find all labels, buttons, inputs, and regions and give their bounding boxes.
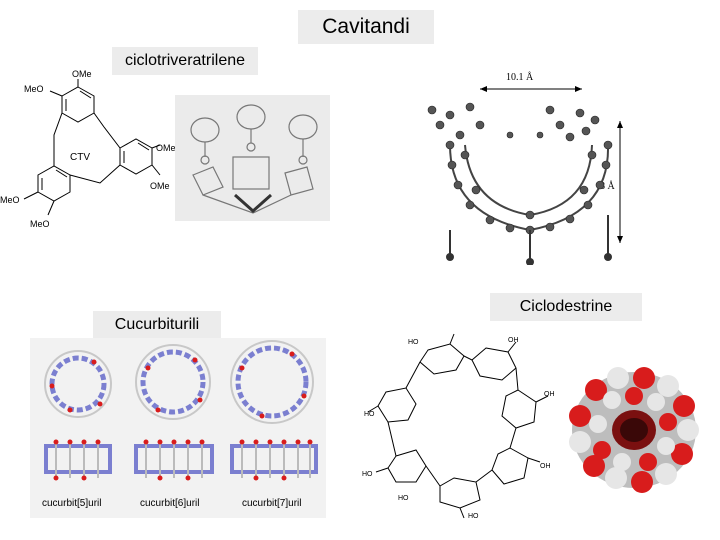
ctv-ome-right-2: OMe — [150, 181, 170, 191]
ctv-meo-left-2: MeO — [30, 219, 50, 229]
cyclodextrin-section-label: Ciclodestrine — [490, 293, 642, 321]
ctv-abbrev: CTV — [70, 152, 90, 163]
ctv-section-label: ciclotriveratrilene — [112, 47, 258, 75]
cd-oh-2: HO — [364, 411, 375, 418]
cd-oh-3: HO — [362, 471, 373, 478]
cucurbituril-models: cucurbit[5]uril cucurbit[6]uril cucurbit… — [42, 340, 318, 509]
crystal-depth-label: 8 Å — [600, 180, 616, 192]
cd-oh-4: HO — [398, 495, 409, 502]
cyclodextrin-space-filling-model — [569, 367, 699, 493]
ctv-meo-left-1: MeO — [0, 195, 20, 205]
cd-oh-1: HO — [408, 339, 419, 346]
page-title: Cavitandi — [298, 10, 434, 44]
ctv-structure-diagram: OMe MeO OMe OMe MeO MeO CTV — [0, 69, 176, 229]
cd-oh-7: OH — [540, 463, 551, 470]
ctv-ome-top: OMe — [72, 69, 92, 79]
cd-oh-8: OH — [508, 337, 519, 344]
cucurbituril-section-label: Cucurbiturili — [93, 311, 221, 339]
crystal-width-label: 10.1 Å — [506, 71, 534, 83]
cd-oh-5: HO — [468, 513, 479, 520]
ctv-ome-right-1: OMe — [156, 143, 176, 153]
ctv-3d-drawing — [175, 95, 330, 221]
cucurbit7-label: cucurbit[7]uril — [242, 498, 301, 509]
cucurbit5-label: cucurbit[5]uril — [42, 498, 101, 509]
cucurbituril-panel — [30, 338, 326, 518]
ctv-crystal-structure: 10.1 Å 8 Å — [427, 71, 623, 265]
cd-oh-6: OH — [544, 391, 555, 398]
cyclodextrin-structure: HO HO HO HO HO OH OH OH — [362, 333, 555, 520]
cucurbit6-label: cucurbit[6]uril — [140, 498, 199, 509]
ctv-meo-top: MeO — [24, 84, 44, 94]
